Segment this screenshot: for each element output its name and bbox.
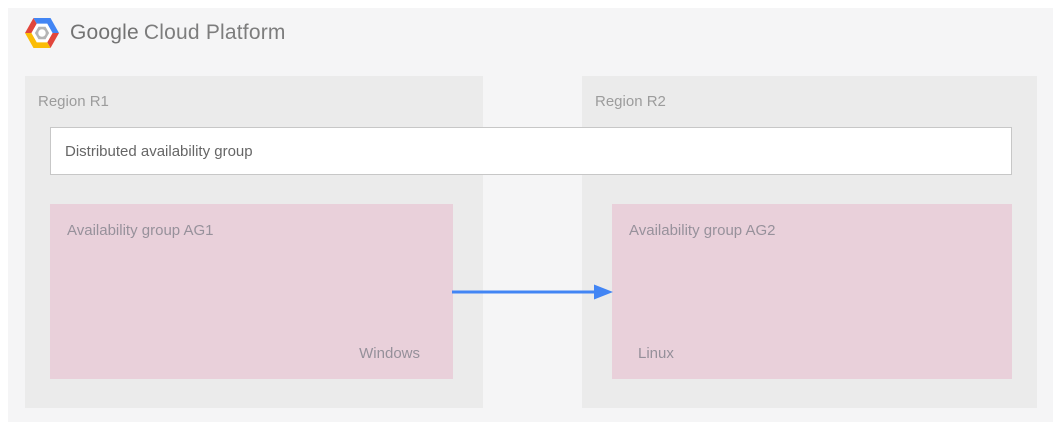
distributed-availability-group-box: Distributed availability group bbox=[50, 127, 1012, 175]
availability-group-ag1-label: Availability group AG1 bbox=[67, 222, 214, 239]
availability-group-ag2-box: Availability group AG2 Linux bbox=[612, 204, 1012, 379]
right-arrow-icon bbox=[452, 284, 613, 300]
gcp-hexagon-logo-icon bbox=[25, 17, 59, 48]
distributed-availability-group-label: Distributed availability group bbox=[65, 142, 253, 160]
ag1-os-label: Windows bbox=[359, 345, 420, 362]
brand-google: Google bbox=[70, 20, 139, 44]
availability-group-ag1-box: Availability group AG1 Windows bbox=[50, 204, 453, 379]
availability-group-ag2-label: Availability group AG2 bbox=[629, 222, 776, 239]
ag2-os-label: Linux bbox=[638, 345, 674, 362]
region-r1-label: Region R1 bbox=[38, 93, 109, 110]
region-r2-label: Region R2 bbox=[595, 93, 666, 110]
brand-product: Cloud Platform bbox=[143, 20, 286, 44]
